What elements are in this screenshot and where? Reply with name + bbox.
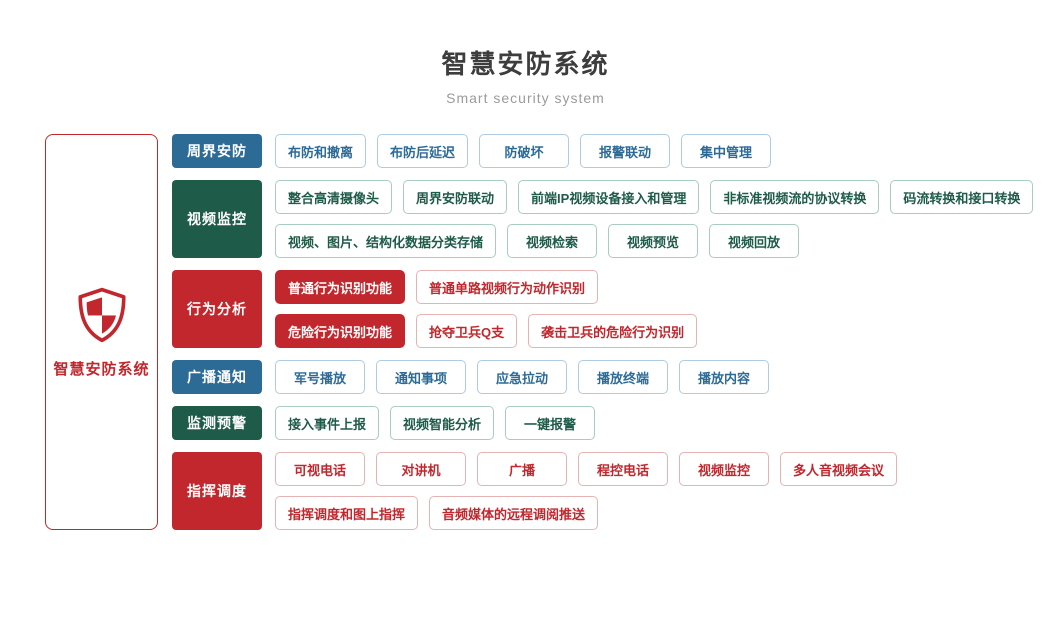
group-category-video-surveillance: 视频监控 xyxy=(172,180,262,258)
feature-item: 军号播放 xyxy=(275,360,365,394)
feature-item: 程控电话 xyxy=(578,452,668,486)
feature-groups: 周界安防 布防和撤离布防后延迟防破坏报警联动集中管理 视频监控 整合高清摄像头周… xyxy=(172,134,1034,530)
item-line: 军号播放通知事项应急拉动播放终端播放内容 xyxy=(275,360,769,394)
feature-item: 整合高清摄像头 xyxy=(275,180,393,214)
item-line: 布防和撤离布防后延迟防破坏报警联动集中管理 xyxy=(275,134,772,168)
feature-item: 抢夺卫兵Q支 xyxy=(416,314,518,348)
feature-item: 对讲机 xyxy=(376,452,466,486)
page-title: 智慧安防系统 xyxy=(441,49,610,79)
group-category-command-dispatch: 指挥调度 xyxy=(172,452,262,530)
group-lines: 可视电话对讲机广播程控电话视频监控多人音视频会议指挥调度和图上指挥音频媒体的远程… xyxy=(275,452,898,530)
feature-item: 视频智能分析 xyxy=(390,406,495,440)
item-line: 接入事件上报视频智能分析一键报警 xyxy=(275,406,596,440)
feature-item: 布防和撤离 xyxy=(275,134,367,168)
feature-group: 监测预警 接入事件上报视频智能分析一键报警 xyxy=(172,406,1033,440)
group-category-monitoring-warning: 监测预警 xyxy=(172,406,262,440)
item-line: 指挥调度和图上指挥音频媒体的远程调阅推送 xyxy=(275,496,897,530)
root-label: 智慧安防系统 xyxy=(53,360,150,378)
feature-item: 播放内容 xyxy=(679,360,769,394)
feature-item: 多人音视频会议 xyxy=(780,452,898,486)
feature-group: 周界安防 布防和撤离布防后延迟防破坏报警联动集中管理 xyxy=(172,134,1033,168)
page-subtitle: Smart security system xyxy=(446,90,605,106)
feature-item: 接入事件上报 xyxy=(275,406,380,440)
feature-group: 指挥调度 可视电话对讲机广播程控电话视频监控多人音视频会议指挥调度和图上指挥音频… xyxy=(172,452,1033,530)
item-line: 可视电话对讲机广播程控电话视频监控多人音视频会议 xyxy=(275,452,898,486)
feature-item: 视频回放 xyxy=(709,224,800,258)
diagram: 智慧安防系统 周界安防 布防和撤离布防后延迟防破坏报警联动集中管理 视频监控 整… xyxy=(45,134,1051,530)
feature-item: 音频媒体的远程调阅推送 xyxy=(429,496,599,530)
group-category-perimeter-security: 周界安防 xyxy=(172,134,262,168)
page-header: 智慧安防系统 Smart security system xyxy=(0,0,1051,106)
group-lines: 军号播放通知事项应急拉动播放终端播放内容 xyxy=(275,360,769,394)
feature-item: 防破坏 xyxy=(479,134,570,168)
feature-item: 非标准视频流的协议转换 xyxy=(710,180,880,214)
feature-item: 普通行为识别功能 xyxy=(275,270,406,304)
group-lines: 布防和撤离布防后延迟防破坏报警联动集中管理 xyxy=(275,134,772,168)
feature-group: 视频监控 整合高清摄像头周界安防联动前端IP视频设备接入和管理非标准视频流的协议… xyxy=(172,180,1034,258)
feature-item: 前端IP视频设备接入和管理 xyxy=(518,180,700,214)
feature-item: 视频检索 xyxy=(507,224,598,258)
feature-item: 集中管理 xyxy=(681,134,772,168)
feature-item: 可视电话 xyxy=(275,452,365,486)
item-line: 普通行为识别功能普通单路视频行为动作识别 xyxy=(275,270,697,304)
feature-item: 广播 xyxy=(477,452,567,486)
feature-item: 视频监控 xyxy=(679,452,769,486)
group-category-broadcast-notice: 广播通知 xyxy=(172,360,262,394)
root-node: 智慧安防系统 xyxy=(45,134,158,530)
feature-item: 危险行为识别功能 xyxy=(275,314,406,348)
feature-item: 普通单路视频行为动作识别 xyxy=(416,270,599,304)
feature-item: 视频预览 xyxy=(608,224,699,258)
feature-item: 布防后延迟 xyxy=(377,134,469,168)
shield-icon xyxy=(73,286,131,349)
feature-group: 行为分析 普通行为识别功能普通单路视频行为动作识别危险行为识别功能抢夺卫兵Q支袭… xyxy=(172,270,1033,348)
feature-item: 应急拉动 xyxy=(477,360,567,394)
feature-item: 指挥调度和图上指挥 xyxy=(275,496,419,530)
group-lines: 接入事件上报视频智能分析一键报警 xyxy=(275,406,596,440)
feature-group: 广播通知 军号播放通知事项应急拉动播放终端播放内容 xyxy=(172,360,1033,394)
feature-item: 视频、图片、结构化数据分类存储 xyxy=(275,224,497,258)
group-category-behavior-analysis: 行为分析 xyxy=(172,270,262,348)
group-lines: 整合高清摄像头周界安防联动前端IP视频设备接入和管理非标准视频流的协议转换码流转… xyxy=(275,180,1034,258)
item-line: 整合高清摄像头周界安防联动前端IP视频设备接入和管理非标准视频流的协议转换码流转… xyxy=(275,180,1034,214)
feature-item: 一键报警 xyxy=(505,406,596,440)
feature-item: 通知事项 xyxy=(376,360,466,394)
feature-item: 袭击卫兵的危险行为识别 xyxy=(528,314,698,348)
feature-item: 码流转换和接口转换 xyxy=(890,180,1034,214)
feature-item: 播放终端 xyxy=(578,360,668,394)
feature-item: 周界安防联动 xyxy=(403,180,508,214)
group-lines: 普通行为识别功能普通单路视频行为动作识别危险行为识别功能抢夺卫兵Q支袭击卫兵的危… xyxy=(275,270,698,348)
item-line: 危险行为识别功能抢夺卫兵Q支袭击卫兵的危险行为识别 xyxy=(275,314,698,348)
feature-item: 报警联动 xyxy=(580,134,671,168)
item-line: 视频、图片、结构化数据分类存储视频检索视频预览视频回放 xyxy=(275,224,1033,258)
